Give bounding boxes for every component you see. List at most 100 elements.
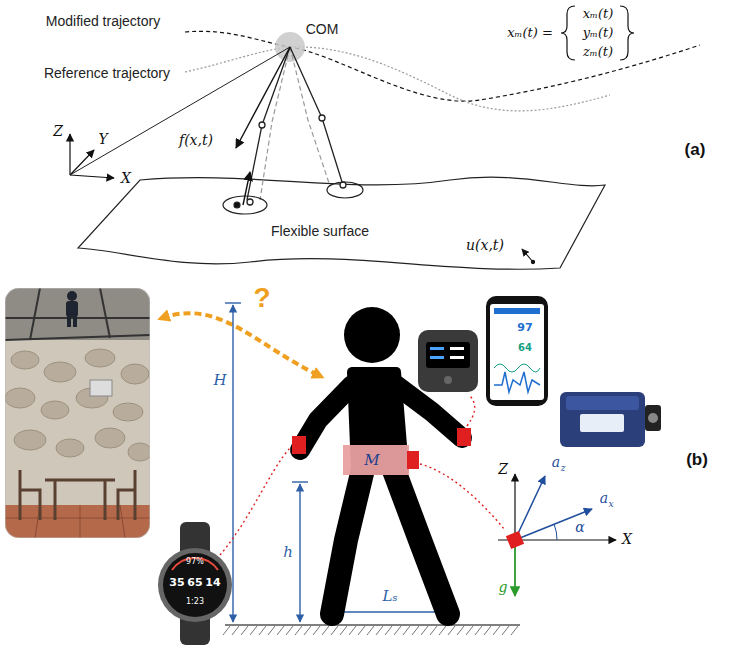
dimension-label: H [213,372,226,389]
photo-glass-floor [5,335,150,340]
photo-glass-floor [73,315,77,327]
question-arrow [162,313,320,376]
equation-brace [561,6,634,60]
solid-legs [247,199,253,205]
photo-glass-floor [30,288,40,340]
oximeter-icon [418,330,478,392]
human-figure [300,385,352,450]
acceleration-vector [515,476,592,540]
ground-hatch [475,626,482,635]
accelerometer-device [566,396,639,410]
force-label: f(x,t) [179,133,213,148]
leader-line [467,396,475,426]
accelerometer-device [560,392,645,447]
curve-label: Modified trajectory [46,14,160,29]
photo-glass-floor [67,291,77,301]
mass-band [343,445,409,475]
oximeter-icon [418,330,478,392]
ground-hatch [259,626,266,635]
smartwatch-icon [172,558,218,570]
ground-hatch [313,626,320,635]
phone-icon [494,364,540,372]
ground-hatch [277,626,284,635]
ground-hatch [250,626,257,635]
photo-glass-floor [20,470,40,520]
height-dimension [336,611,444,612]
height-dimension [232,305,233,622]
oximeter-icon [450,347,464,350]
solid-legs [247,47,290,200]
photo-glass-floor [5,317,150,319]
equation-term: xₘ(t) [583,7,614,21]
photo-glass-floor [41,401,69,419]
height-dimension [225,303,444,622]
accelerometer-device [580,414,624,432]
accelerometer-device [648,413,658,423]
watch-readout: 35 [169,577,184,589]
photo-glass-floor [5,505,150,538]
sensor-marker [506,531,524,549]
curve-label: Reference trajectory [44,66,170,81]
oximeter-icon [430,347,444,350]
ground-hatch [502,626,509,635]
leader-line [220,396,505,555]
oximeter-icon [426,342,470,368]
phone-icon [494,308,540,314]
photo-glass-floor [5,505,150,538]
panel-label: (a) [685,141,706,160]
watch-readout: 14 [205,577,220,589]
photo-glass-floor [5,349,150,461]
smartwatch-icon [158,548,232,622]
solid-legs [340,182,346,188]
photo-glass-floor [11,351,39,369]
photo-glass-floor [5,388,35,408]
gravity-label: g [499,580,508,595]
axis-label: Y [98,132,107,147]
photo-glass-floor [67,315,71,327]
watch-readout: 97% [186,558,204,567]
ground-hatch [484,626,491,635]
flexible-surface [78,177,605,269]
photo-glass-floor [95,428,125,448]
displacement-label: u(x,t) [466,238,504,253]
photo-glass-floor [128,443,150,461]
height-dimension [225,302,241,303]
leader-line [420,464,505,530]
ground-hatch [241,626,248,635]
equation-term: zₘ(t) [583,45,613,59]
ground-hatch [358,626,365,635]
accelerometer-device [645,405,661,431]
displacement-arrow [522,249,533,262]
ground-hatch [439,626,446,635]
gravity-vector [515,546,516,596]
foot-contact [327,182,363,198]
coordinate-axes [69,134,70,175]
sensor-marker [292,436,306,454]
phone-icon [494,372,540,392]
ground-hatch [376,626,383,635]
photo-glass-floor [85,349,115,367]
reference-trajectory-curve [185,47,610,111]
phone-readout: 97 [517,322,532,334]
oximeter-icon [450,356,464,359]
question-mark: ? [253,283,270,314]
oximeter-icon [444,376,452,384]
dashed-legs [260,47,330,200]
photo-glass-floor [54,480,57,520]
solid-legs [247,47,346,205]
photo-glass-floor [113,403,143,421]
photo-glass-floor [121,364,149,384]
ground-hatch [340,626,347,635]
panel-label: (b) [686,451,708,470]
dimension-label: h [283,544,293,561]
mass-label: M [364,452,379,469]
watch-readout: 65 [187,577,202,589]
coordinate-axes [70,175,114,178]
ground-hatch [430,626,437,635]
photo-glass-floor [5,288,150,538]
foot-contact [234,202,240,208]
equation-brace [620,6,634,60]
photo-glass-floor [5,288,150,340]
ground-hatch [421,626,428,635]
vector-subscript: z [561,464,566,474]
